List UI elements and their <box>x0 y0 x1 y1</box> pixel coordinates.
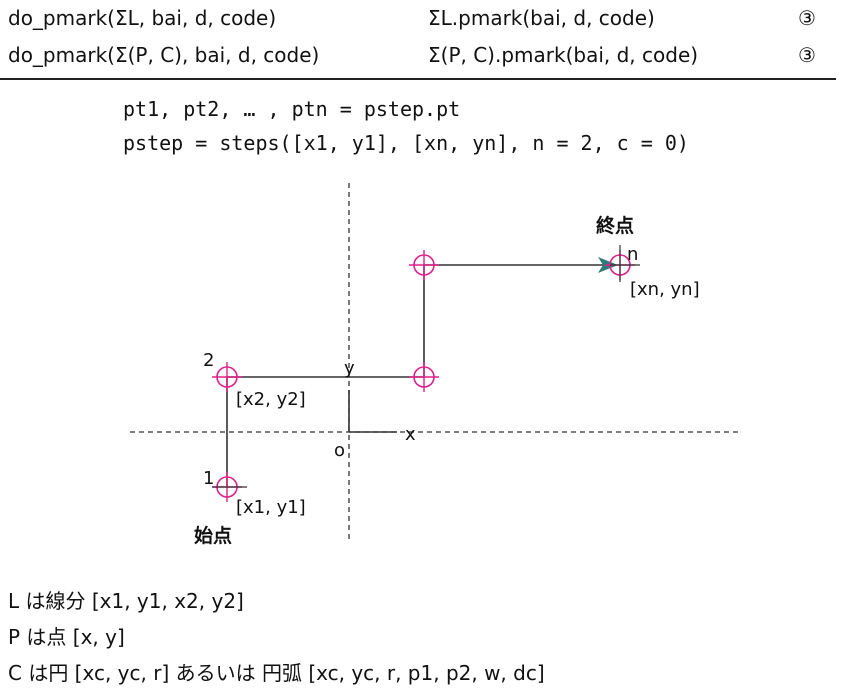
note-line: L は線分 [x1, y1, x2, y2] <box>8 589 244 613</box>
label-x: x <box>405 424 416 445</box>
label-o: o <box>334 440 345 461</box>
table-row-1-call: do_pmark(ΣL, bai, d, code) <box>8 6 277 30</box>
label-y: y <box>344 358 355 379</box>
marker-point-1 <box>212 472 247 502</box>
label-x2-y2: [x2, y2] <box>236 389 306 410</box>
label-xn-yn: [xn, yn] <box>630 279 700 300</box>
marker-point-2 <box>212 362 242 392</box>
marker-corner-upper <box>409 250 439 280</box>
label-x1-y1: [x1, y1] <box>236 497 306 518</box>
code-line-2: pstep = steps([x1, y1], [xn, yn], n = 2,… <box>123 131 689 155</box>
table-row-2-method: Σ(P, C).pmark(bai, d, code) <box>428 43 699 67</box>
label-end-point: 終点 <box>596 214 634 237</box>
note-circle: C は円 [xc, yc, r] あるいは 円弧 [xc, yc, r, p1,… <box>8 661 545 685</box>
table-row-2-mark: ③ <box>798 43 816 67</box>
table-row-1-method: ΣL.pmark(bai, d, code) <box>428 6 655 30</box>
code-line-1: pt1, pt2, … , ptn = pstep.pt <box>123 97 461 121</box>
label-1: 1 <box>203 468 214 489</box>
table-row-2-call: do_pmark(Σ(P, C), bai, d, code) <box>8 43 320 67</box>
step-path <box>226 264 610 487</box>
table-divider <box>0 78 836 80</box>
label-start-point: 始点 <box>194 524 232 547</box>
marker-corner-lower <box>409 362 439 392</box>
label-n: n <box>627 244 638 265</box>
label-2: 2 <box>203 350 214 371</box>
table-row-1-mark: ③ <box>798 6 816 30</box>
marker-point-n <box>605 245 640 282</box>
note-point: P は点 [x, y] <box>8 625 125 649</box>
